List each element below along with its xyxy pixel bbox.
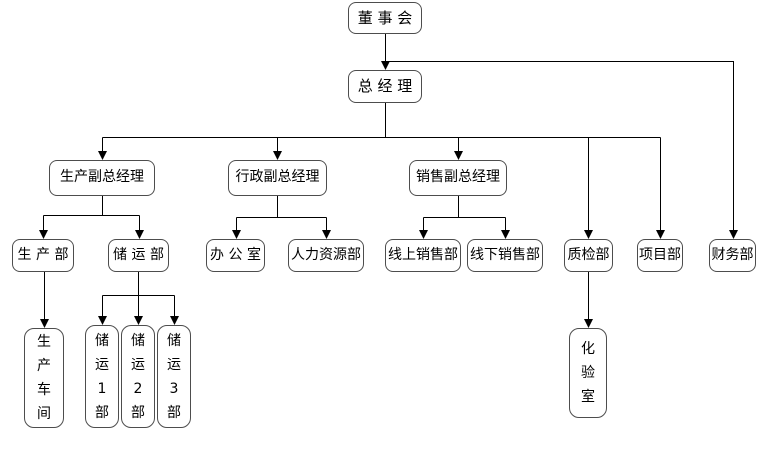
- node-qc-dept: 质检部: [564, 239, 613, 272]
- node-offline-sales-dept: 线下销售部: [467, 239, 543, 272]
- node-production-vp: 生产副总经理: [49, 160, 155, 196]
- node-project-dept: 项目部: [637, 239, 683, 272]
- node-storage-3: 储 运 3 部: [157, 325, 191, 428]
- node-board: 董 事 会: [348, 2, 422, 34]
- node-admin-vp: 行政副总经理: [228, 160, 327, 196]
- node-storage-1: 储 运 1 部: [85, 325, 119, 428]
- node-lab: 化 验 室: [569, 328, 607, 418]
- node-online-sales-dept: 线上销售部: [385, 239, 461, 272]
- node-production-dept: 生 产 部: [12, 239, 74, 272]
- node-general-manager: 总 经 理: [348, 70, 422, 103]
- node-hr-dept: 人力资源部: [288, 239, 364, 272]
- node-office: 办 公 室: [206, 239, 265, 272]
- arrowheads: [39, 61, 738, 328]
- node-finance-dept: 财务部: [709, 239, 756, 272]
- node-storage-dept: 储 运 部: [108, 239, 169, 272]
- node-storage-2: 储 运 2 部: [121, 325, 155, 428]
- node-sales-vp: 销售副总经理: [409, 160, 507, 196]
- node-production-workshop: 生 产 车 间: [24, 328, 64, 428]
